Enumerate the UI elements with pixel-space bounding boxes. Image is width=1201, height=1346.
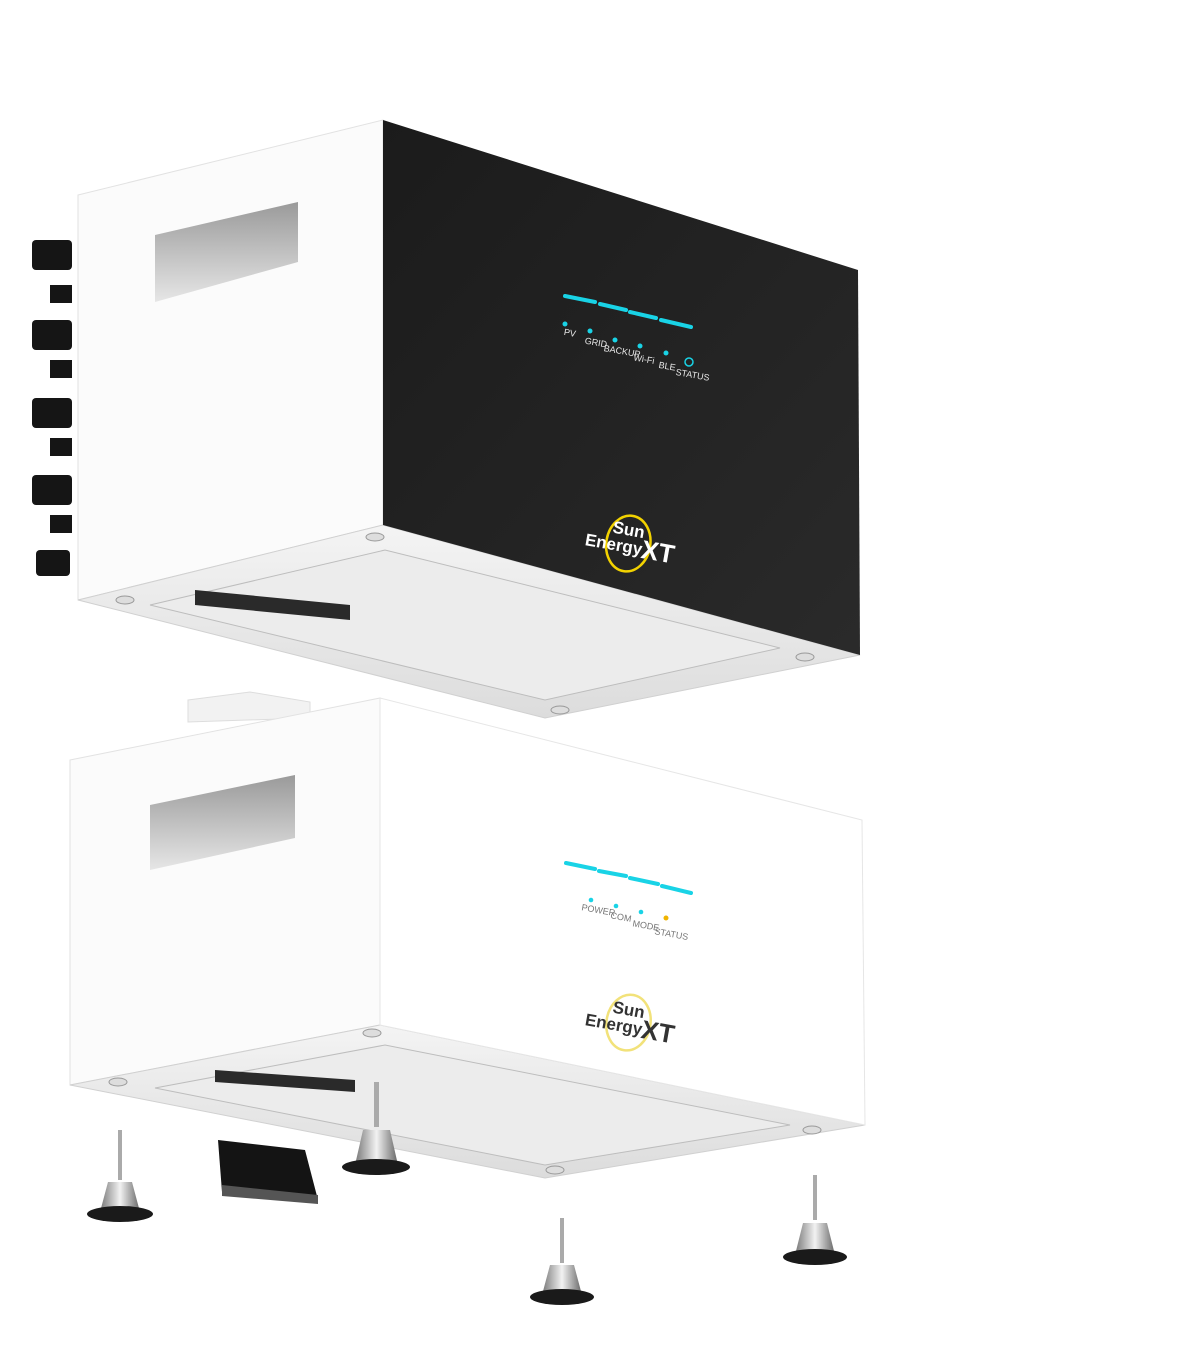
inverter-led-bars (563, 294, 693, 329)
battery-indicator-dots (588, 897, 669, 921)
leveling-foot (87, 1130, 153, 1222)
inverter-unit: PV GRID BACKUP Wi-Fi BLE STATUS Sun Ener… (32, 119, 861, 719)
battery-led-bars (564, 861, 693, 895)
svg-text:XT: XT (639, 1014, 677, 1049)
mounting-screws (115, 532, 815, 715)
inverter-logo: Sun Energy XT (584, 514, 677, 573)
indicator-label-grid: GRID (584, 336, 608, 350)
battery-side-panel (69, 697, 381, 1086)
inverter-port-panel (195, 590, 350, 620)
battery-unit: POWER COM MODE STATUS Sun Energy XT (69, 691, 866, 1179)
inverter-indicator-icons (562, 321, 694, 367)
mounting-screws (108, 1028, 822, 1175)
inverter-side-panel (77, 119, 384, 601)
indicator-label-pv: PV (563, 327, 577, 339)
indicator-label-ble: BLE (658, 360, 676, 373)
indicator-label-wifi: Wi-Fi (633, 352, 655, 365)
indicator-label-mode: MODE (632, 918, 660, 933)
battery-port-panel (215, 1070, 355, 1092)
inverter-handle-slot (155, 202, 298, 302)
leveling-foot (530, 1218, 594, 1305)
leveling-foot (783, 1175, 847, 1265)
inverter-bottom-plate (149, 549, 781, 701)
battery-handle-slot (150, 775, 295, 870)
inverter-front-panel (383, 120, 860, 655)
battery-connector-block (187, 691, 311, 723)
battery-front-panel (379, 697, 866, 1126)
indicator-label-com: COM (610, 910, 632, 923)
battery-bottom-plate (154, 1044, 791, 1166)
pv-connectors (32, 240, 72, 576)
leveling-foot (342, 1082, 410, 1175)
cable-clip (218, 1140, 318, 1204)
svg-text:XT: XT (639, 534, 677, 569)
